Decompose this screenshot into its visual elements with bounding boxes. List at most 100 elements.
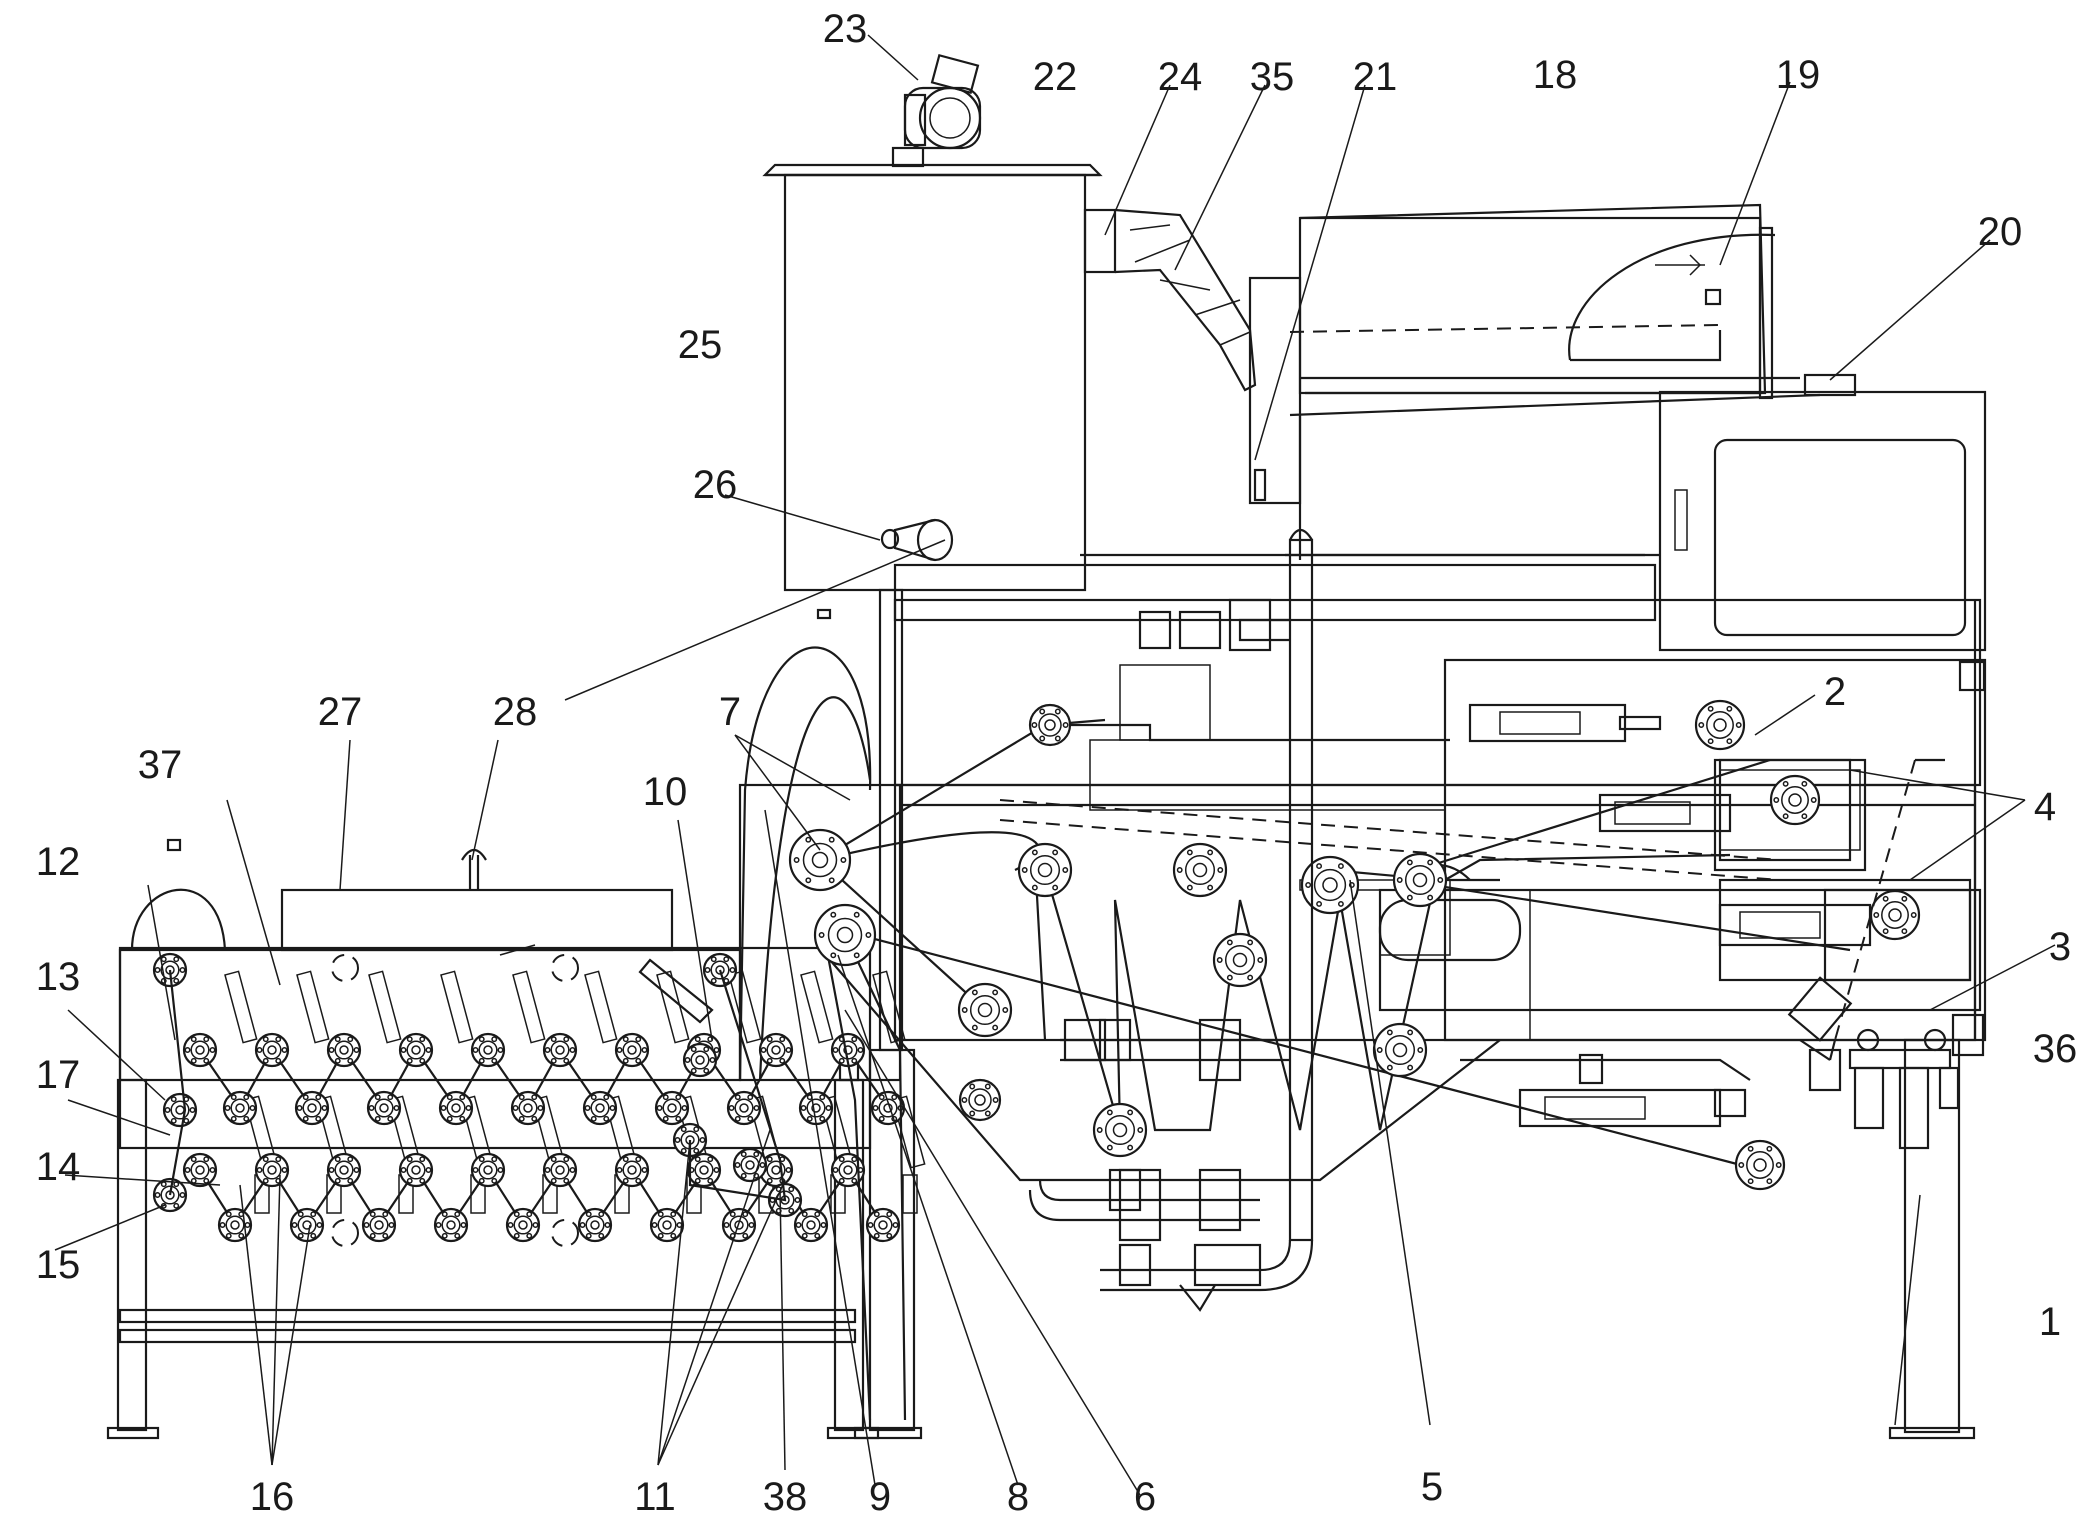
roller — [1769, 774, 1821, 826]
belt-left — [168, 969, 187, 1196]
roller — [732, 1147, 768, 1183]
roller — [830, 1152, 866, 1188]
roller — [788, 828, 852, 892]
label-8: 8 — [1007, 1475, 1029, 1515]
roller — [152, 1177, 188, 1213]
roller — [182, 1032, 218, 1068]
label-4: 4 — [2034, 785, 2056, 829]
roller — [1694, 699, 1746, 751]
label-26: 26 — [693, 463, 738, 507]
roller — [182, 1152, 218, 1188]
label-38: 38 — [763, 1475, 808, 1515]
roller — [361, 1207, 397, 1243]
roller — [1092, 1102, 1148, 1158]
label-6: 6 — [1134, 1475, 1156, 1515]
roller — [366, 1090, 402, 1126]
roller — [254, 1152, 290, 1188]
air-filter-regulator — [1808, 1028, 1960, 1150]
label-2: 2 — [1824, 670, 1846, 714]
plate — [656, 970, 690, 1044]
roller — [682, 1042, 718, 1078]
roller — [1212, 932, 1268, 988]
piping — [1028, 528, 1314, 1312]
plate — [584, 970, 618, 1044]
roller — [1734, 1139, 1786, 1191]
roller — [294, 1090, 330, 1126]
label-5: 5 — [1421, 1465, 1443, 1509]
roller — [1372, 1022, 1428, 1078]
press-rollers — [788, 699, 1921, 1191]
plate — [800, 970, 834, 1044]
label-16: 16 — [250, 1475, 295, 1515]
label-12: 12 — [36, 840, 81, 884]
roller — [542, 1152, 578, 1188]
plate — [728, 970, 762, 1044]
label-25: 25 — [678, 323, 723, 367]
roller — [398, 1152, 434, 1188]
roller — [1869, 889, 1921, 941]
roller — [654, 1090, 690, 1126]
roller — [649, 1207, 685, 1243]
roller — [830, 1032, 866, 1068]
pneumatic-cylinders — [1468, 703, 1972, 1128]
label-18: 18 — [1533, 53, 1578, 97]
roller — [758, 1032, 794, 1068]
label-23: 23 — [823, 7, 868, 51]
label-20: 20 — [1978, 210, 2023, 254]
label-13: 13 — [36, 955, 81, 999]
label-10: 10 — [643, 770, 688, 814]
roller — [289, 1207, 325, 1243]
label-37: 37 — [138, 743, 183, 787]
plate — [296, 970, 330, 1044]
roller — [582, 1090, 618, 1126]
roller — [542, 1032, 578, 1068]
plate — [224, 970, 258, 1044]
roller — [614, 1152, 650, 1188]
roller — [254, 1032, 290, 1068]
label-19: 19 — [1776, 53, 1821, 97]
label-7: 7 — [719, 690, 741, 734]
label-3: 3 — [2049, 925, 2071, 969]
roller — [326, 1032, 362, 1068]
roller — [957, 982, 1013, 1038]
label-17: 17 — [36, 1053, 81, 1097]
plate — [368, 970, 402, 1044]
roller — [686, 1152, 722, 1188]
roller — [326, 1152, 362, 1188]
label-21: 21 — [1353, 55, 1398, 99]
label-28: 28 — [493, 690, 538, 734]
tank-rollers — [152, 952, 926, 1243]
roller — [1300, 855, 1360, 915]
label-14: 14 — [36, 1145, 81, 1189]
roller — [162, 1092, 198, 1128]
roller — [1172, 842, 1228, 898]
roller — [1392, 852, 1448, 908]
leader-lines — [54, 34, 2056, 1496]
roller — [577, 1207, 613, 1243]
roller — [726, 1090, 762, 1126]
roller — [1028, 703, 1072, 747]
label-22: 22 — [1033, 55, 1078, 99]
label-24: 24 — [1158, 55, 1203, 99]
callout-labels: 1 2 3 4 5 6 7 8 9 10 11 12 13 14 15 16 1… — [36, 7, 2078, 1515]
roller — [470, 1032, 506, 1068]
roller — [438, 1090, 474, 1126]
roller — [614, 1032, 650, 1068]
roller — [433, 1207, 469, 1243]
top-hopper — [1248, 203, 1857, 560]
roller — [793, 1207, 829, 1243]
plate — [440, 970, 474, 1044]
roller — [505, 1207, 541, 1243]
main-frame — [738, 390, 1987, 1440]
label-11: 11 — [634, 1475, 676, 1515]
roller — [1017, 842, 1073, 898]
roller — [865, 1207, 901, 1243]
label-36: 36 — [2033, 1027, 2078, 1071]
feeder-tank — [762, 53, 1103, 1052]
roller — [870, 1090, 906, 1126]
roller — [222, 1090, 258, 1126]
label-35: 35 — [1250, 55, 1295, 99]
label-15: 15 — [36, 1243, 81, 1287]
press-belts — [819, 718, 1851, 1421]
